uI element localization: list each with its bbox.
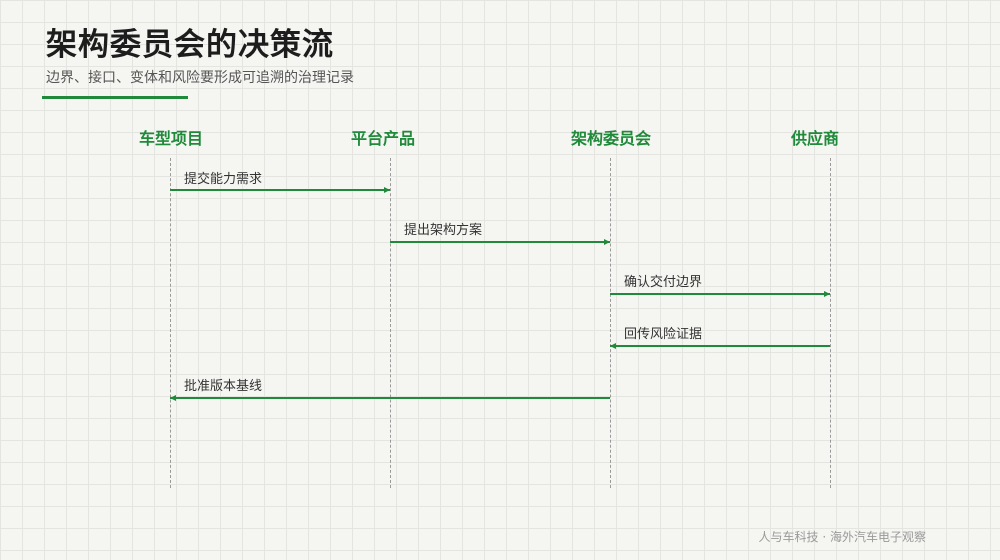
- title-underline: [42, 96, 188, 99]
- message-label-confirm-boundary: 确认交付边界: [624, 275, 703, 290]
- message-label-return-risk-evidence: 回传风险证据: [624, 327, 703, 342]
- lifeline-platform-product: [390, 158, 391, 488]
- page-title: 架构委员会的决策流: [46, 27, 334, 63]
- actor-architecture-committee: 架构委员会: [570, 129, 651, 148]
- message-label-submit-requirements: 提交能力需求: [184, 172, 263, 187]
- actor-platform-product: 平台产品: [350, 129, 415, 148]
- footer-credit: 人与车科技 · 海外汽车电子观察: [758, 530, 926, 544]
- message-label-approve-baseline: 批准版本基线: [184, 379, 263, 394]
- lifeline-architecture-committee: [610, 158, 611, 488]
- message-label-propose-architecture: 提出架构方案: [404, 223, 483, 238]
- page-subtitle: 边界、接口、变体和风险要形成可追溯的治理记录: [46, 70, 354, 86]
- lifeline-supplier: [830, 158, 831, 488]
- actor-supplier: 供应商: [790, 129, 839, 148]
- lifeline-vehicle-project: [170, 158, 171, 488]
- actor-vehicle-project: 车型项目: [138, 129, 203, 148]
